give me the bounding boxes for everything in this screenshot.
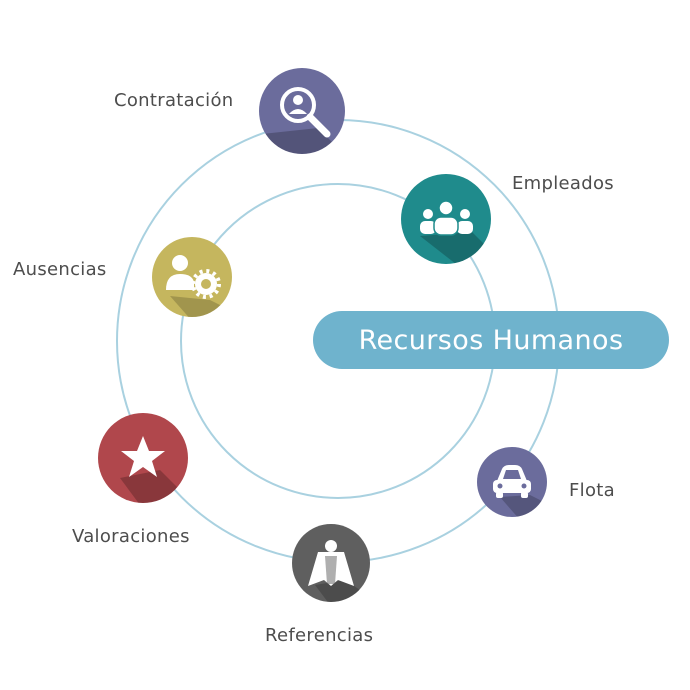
search-user-icon: [280, 87, 331, 138]
label-empleados: Empleados: [512, 173, 614, 194]
car-icon: [493, 465, 531, 498]
node-flota[interactable]: [477, 447, 560, 520]
node-contratacion[interactable]: [259, 68, 362, 172]
label-valoraciones: Valoraciones: [72, 526, 190, 547]
user-settings-icon: [166, 255, 221, 299]
group-icon: [420, 200, 473, 236]
center-title: Recursos Humanos: [358, 324, 624, 356]
center-pill: Recursos Humanos: [313, 311, 669, 369]
superhero-icon: [308, 540, 354, 586]
label-flota: Flota: [569, 480, 615, 501]
label-referencias: Referencias: [265, 625, 374, 646]
node-empleados[interactable]: [401, 174, 510, 275]
star-icon: [121, 436, 165, 477]
label-ausencias: Ausencias: [13, 259, 107, 280]
node-valoraciones[interactable]: [98, 413, 195, 505]
node-referencias[interactable]: [292, 524, 375, 605]
label-contratacion: Contratación: [114, 90, 234, 111]
node-ausencias[interactable]: [152, 237, 250, 330]
